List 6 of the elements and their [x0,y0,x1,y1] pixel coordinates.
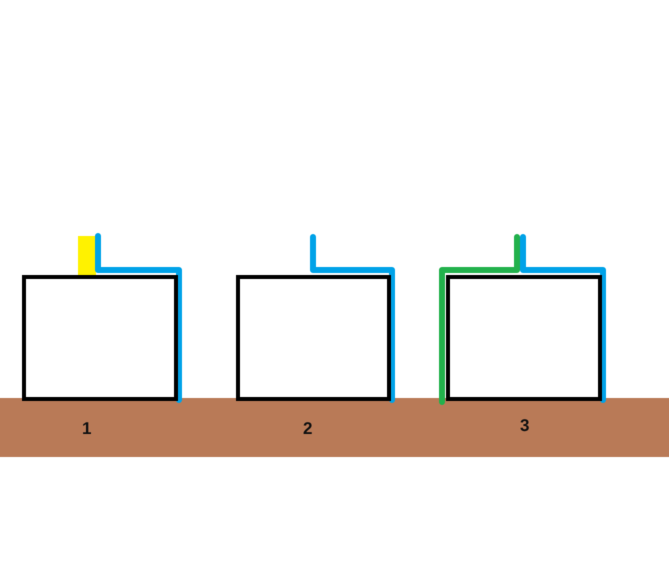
box-outline [22,275,178,401]
box-number: 1 [82,420,92,437]
box-outline [236,275,391,401]
box-number: 3 [520,417,530,434]
box-outline [446,275,602,401]
box-number: 2 [303,420,312,437]
